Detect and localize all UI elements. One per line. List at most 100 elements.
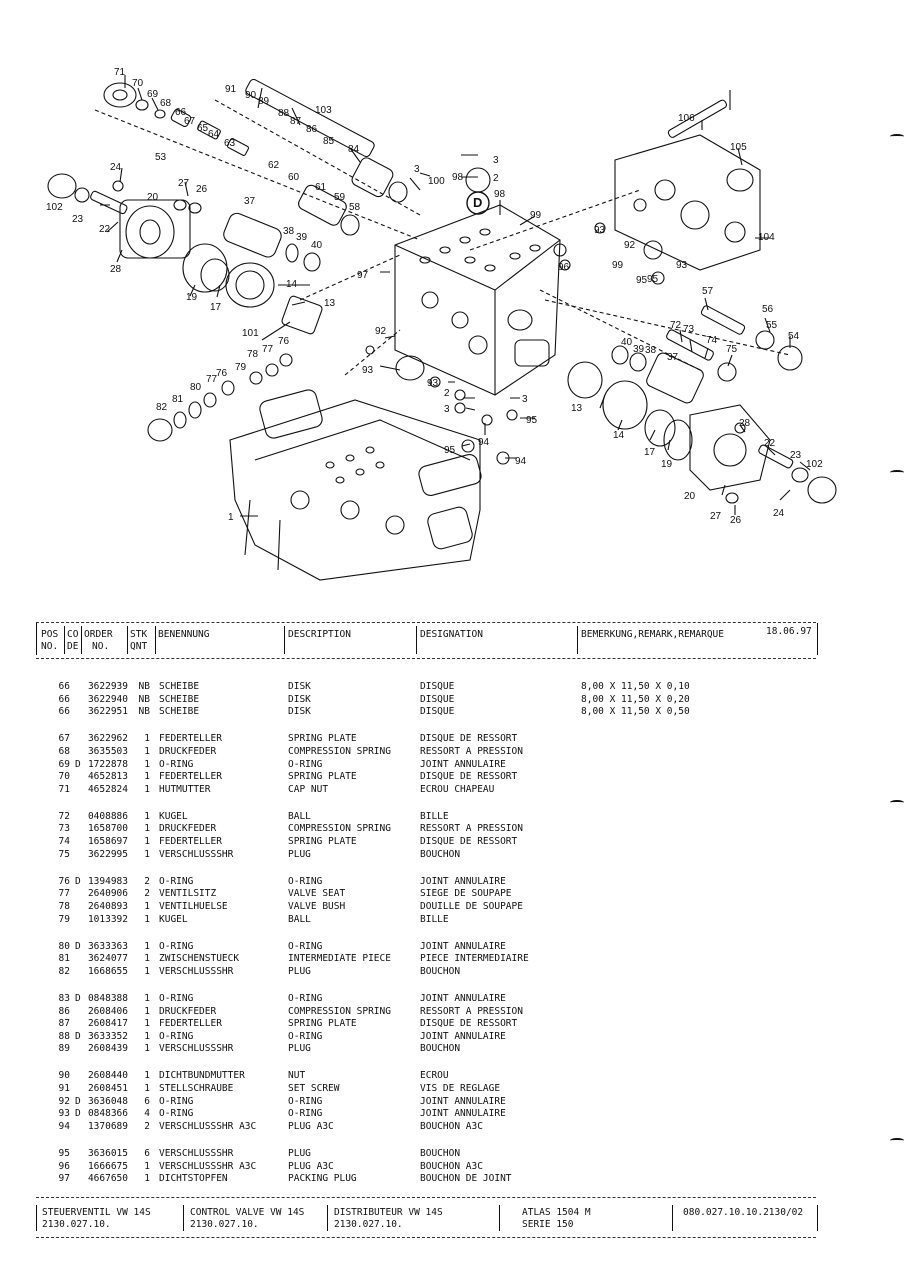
cell-ben: KUGEL bbox=[159, 913, 188, 925]
cell-pos: 81 bbox=[58, 953, 70, 965]
cell-desig: JOINT ANNULAIRE bbox=[420, 875, 506, 887]
cell-ben: O-RING bbox=[159, 1030, 194, 1042]
cell-rem: 8,00 X 11,50 X 0,50 bbox=[581, 706, 690, 718]
callout-label: 23 bbox=[790, 450, 802, 461]
callout-label: 88 bbox=[278, 108, 290, 119]
cell-ben: VERSCHLUSSSHR bbox=[159, 965, 234, 977]
callout-label: 80 bbox=[190, 382, 202, 393]
cell-qty: 6 bbox=[144, 1147, 150, 1159]
callout-label: 77 bbox=[262, 344, 274, 355]
cell-ben: O-RING bbox=[159, 1095, 194, 1107]
callout-label: 95 bbox=[647, 274, 659, 285]
callout-label: 99 bbox=[612, 260, 624, 271]
cell-pos: 66 bbox=[58, 693, 70, 705]
cell-ben: VERSCHLUSSSHR bbox=[159, 1147, 234, 1159]
cell-desig: DISQUE bbox=[420, 693, 455, 705]
cell-desig: DISQUE bbox=[420, 706, 455, 718]
cell-desc: PLUG A3C bbox=[288, 1160, 334, 1172]
cell-ben: DRUCKFEDER bbox=[159, 1005, 217, 1017]
cell-desig: RESSORT A PRESSION bbox=[420, 823, 523, 835]
cell-qty: 1 bbox=[144, 965, 150, 977]
callout-label: 68 bbox=[160, 98, 172, 109]
cell-pos: 67 bbox=[58, 733, 70, 745]
cell-desig: BILLE bbox=[420, 913, 449, 925]
cell-pos: 66 bbox=[58, 706, 70, 718]
binder-mark bbox=[890, 800, 904, 805]
cell-co: D bbox=[75, 992, 81, 1004]
callout-label: 86 bbox=[306, 124, 318, 135]
callout-label: 91 bbox=[225, 84, 237, 95]
cell-desig: BILLE bbox=[420, 810, 449, 822]
cell-desc: DISK bbox=[288, 693, 311, 705]
cell-ben: O-RING bbox=[159, 758, 194, 770]
cell-order: 3622940 bbox=[87, 693, 128, 705]
cell-pos: 75 bbox=[58, 848, 70, 860]
callout-label: 54 bbox=[788, 331, 800, 342]
cell-desc: O-RING bbox=[288, 1030, 323, 1042]
cell-pos: 76 bbox=[58, 875, 70, 887]
cell-desig: JOINT ANNULAIRE bbox=[420, 940, 506, 952]
callout-label: 61 bbox=[315, 182, 327, 193]
cell-order: 0848366 bbox=[87, 1108, 128, 1120]
callout-label: 95 bbox=[526, 415, 538, 426]
callout-label: 13 bbox=[571, 403, 583, 414]
cell-desc: SPRING PLATE bbox=[288, 733, 357, 745]
callout-label: 95 bbox=[444, 445, 456, 456]
cell-desig: VIS DE REGLAGE bbox=[420, 1083, 501, 1094]
cell-order: 4652824 bbox=[87, 783, 128, 795]
cell-desc: DISK bbox=[288, 706, 311, 718]
cell-ben: SCHEIBE bbox=[159, 681, 200, 692]
cell-ben: O-RING bbox=[159, 1108, 194, 1120]
cell-desc: SPRING PLATE bbox=[288, 1018, 357, 1030]
callout-label: 28 bbox=[110, 264, 122, 275]
cell-desc: PLUG A3C bbox=[288, 1120, 334, 1132]
cell-ben: O-RING bbox=[159, 992, 194, 1004]
callout-label: 22 bbox=[99, 224, 111, 235]
cell-ben: VERSCHLUSSSHR bbox=[159, 848, 234, 860]
cell-order: 1668655 bbox=[87, 965, 128, 977]
cell-desc: BALL bbox=[288, 913, 311, 925]
callout-label: 24 bbox=[110, 162, 122, 173]
cell-qty: NB bbox=[138, 706, 150, 718]
cell-ben: FEDERTELLER bbox=[159, 733, 222, 745]
cell-desig: DISQUE DE RESSORT bbox=[420, 733, 518, 745]
callout-label: 95 bbox=[636, 275, 648, 286]
cell-pos: 86 bbox=[58, 1005, 70, 1017]
cell-order: 4667650 bbox=[87, 1173, 128, 1185]
cell-qty: 1 bbox=[144, 733, 150, 745]
cell-pos: 82 bbox=[58, 965, 70, 977]
cell-order: 2608440 bbox=[87, 1070, 128, 1082]
callout-label: 14 bbox=[613, 430, 625, 441]
cell-co: D bbox=[75, 1030, 81, 1042]
cell-desc: O-RING bbox=[288, 875, 323, 887]
cell-desc: BALL bbox=[288, 810, 311, 822]
cell-order: 2608451 bbox=[87, 1083, 128, 1094]
callout-label: 77 bbox=[206, 374, 218, 385]
callout-label: 71 bbox=[114, 67, 126, 78]
cell-order: 0408886 bbox=[87, 810, 128, 822]
callout-label: 76 bbox=[216, 368, 228, 379]
cell-desc: VALVE SEAT bbox=[288, 888, 346, 900]
cell-qty: 1 bbox=[144, 953, 150, 965]
cell-order: 3635503 bbox=[87, 745, 128, 757]
callout-label: 98 bbox=[452, 172, 464, 183]
callout-label: 101 bbox=[242, 328, 259, 339]
cell-rem: 8,00 X 11,50 X 0,10 bbox=[581, 681, 690, 692]
binder-mark bbox=[890, 134, 904, 139]
callout-label: 2 bbox=[444, 388, 450, 399]
cell-desig: BOUCHON bbox=[420, 1043, 461, 1055]
cell-order: 3622962 bbox=[87, 733, 128, 745]
cell-order: 2608406 bbox=[87, 1005, 128, 1017]
cell-desig: ECROU CHAPEAU bbox=[420, 783, 495, 795]
callout-label: 3 bbox=[493, 155, 499, 166]
